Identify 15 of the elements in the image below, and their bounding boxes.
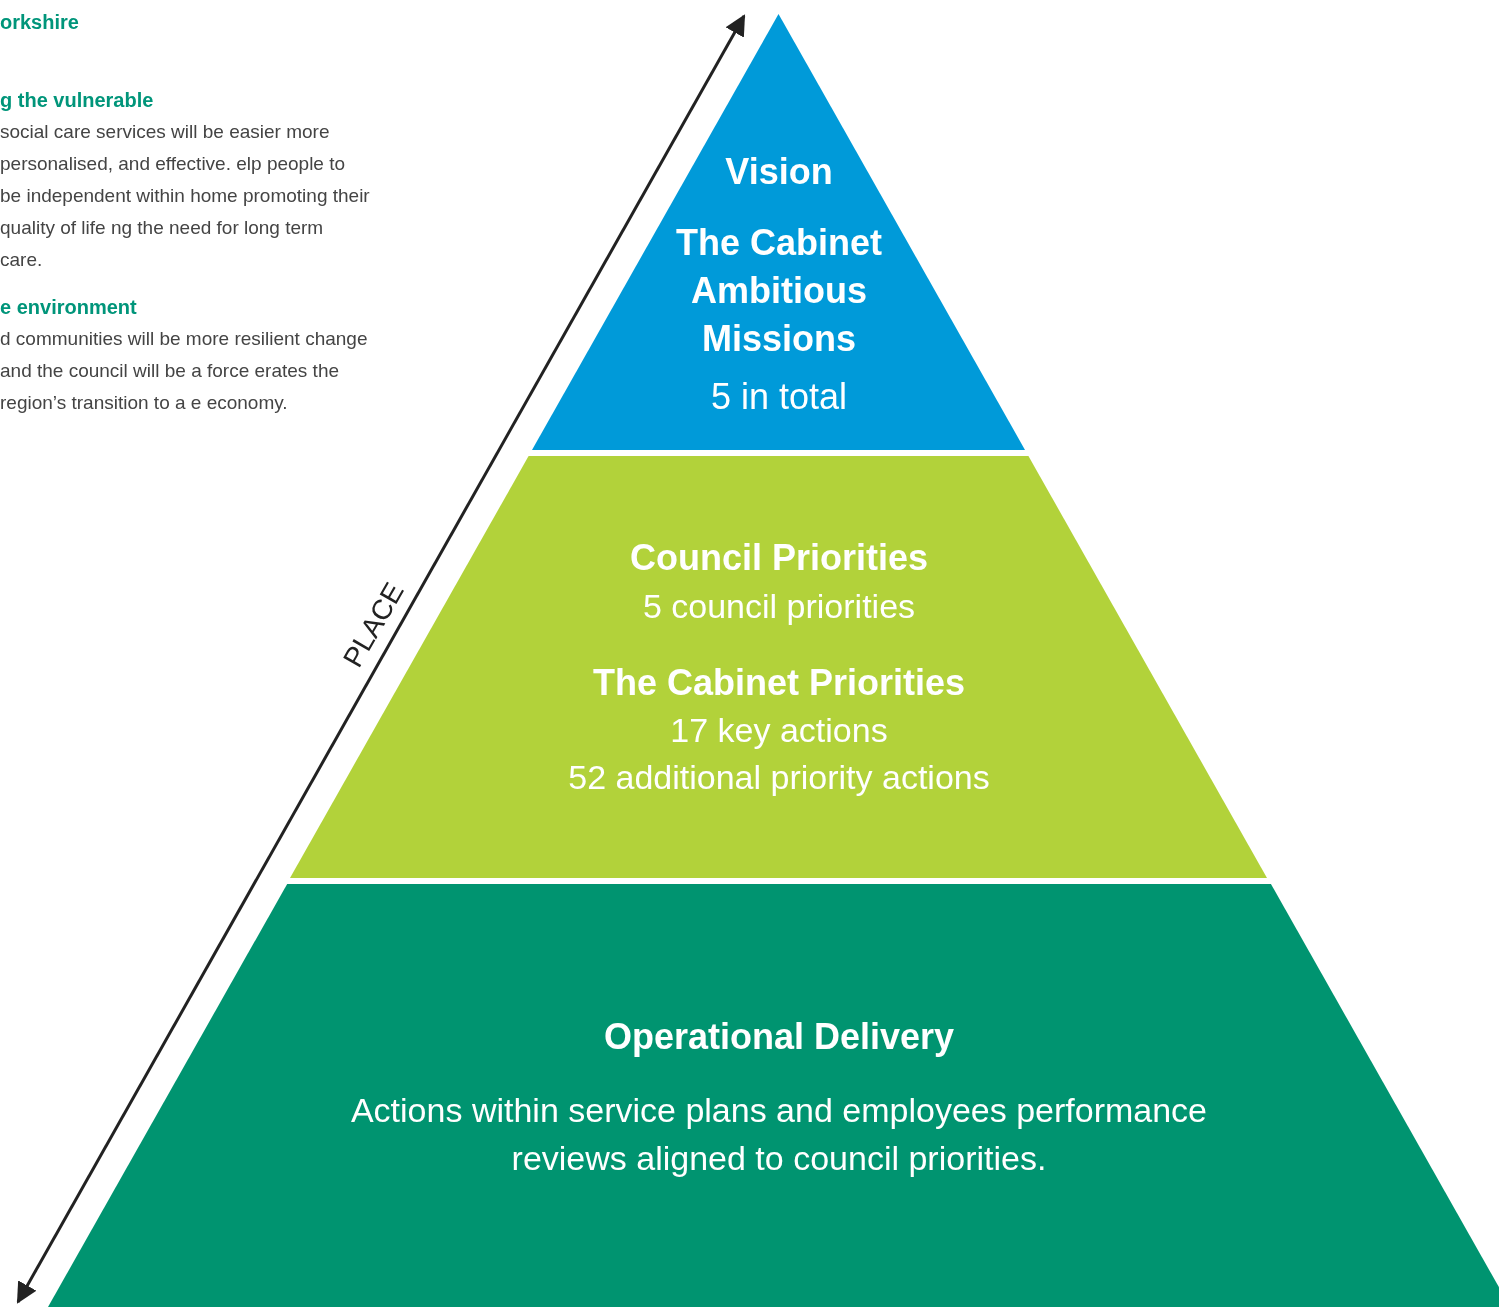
- section-heading: e environment: [0, 295, 138, 320]
- band-heading: Operational Delivery: [602, 1015, 956, 1059]
- band-text: 17 key actions: [669, 710, 889, 751]
- band-heading: Vision: [724, 150, 834, 194]
- section-heading: g the vulnerable: [0, 88, 155, 113]
- band-heading: The Cabinet Ambitious Missions: [674, 221, 883, 361]
- section-heading: orkshire: [0, 10, 80, 35]
- band-text: 5 council priorities: [641, 586, 917, 627]
- paragraph: social care services will be easier more personalised, and effective. elp people to be independent within home promoting their quality of life ng the need for long term care.: [0, 120, 370, 272]
- band-text: Actions within service plans and employees performance reviews aligned to council priorities.: [349, 1090, 1209, 1179]
- band-heading: Council Priorities: [628, 536, 929, 580]
- band-heading: The Cabinet Priorities: [591, 661, 966, 705]
- band-text: 52 additional priority actions: [567, 757, 991, 798]
- paragraph: d communities will be more resilient change and the council will be a force erates the region’s transition to a e economy.: [0, 327, 369, 415]
- band-text: 5 in total: [709, 375, 849, 419]
